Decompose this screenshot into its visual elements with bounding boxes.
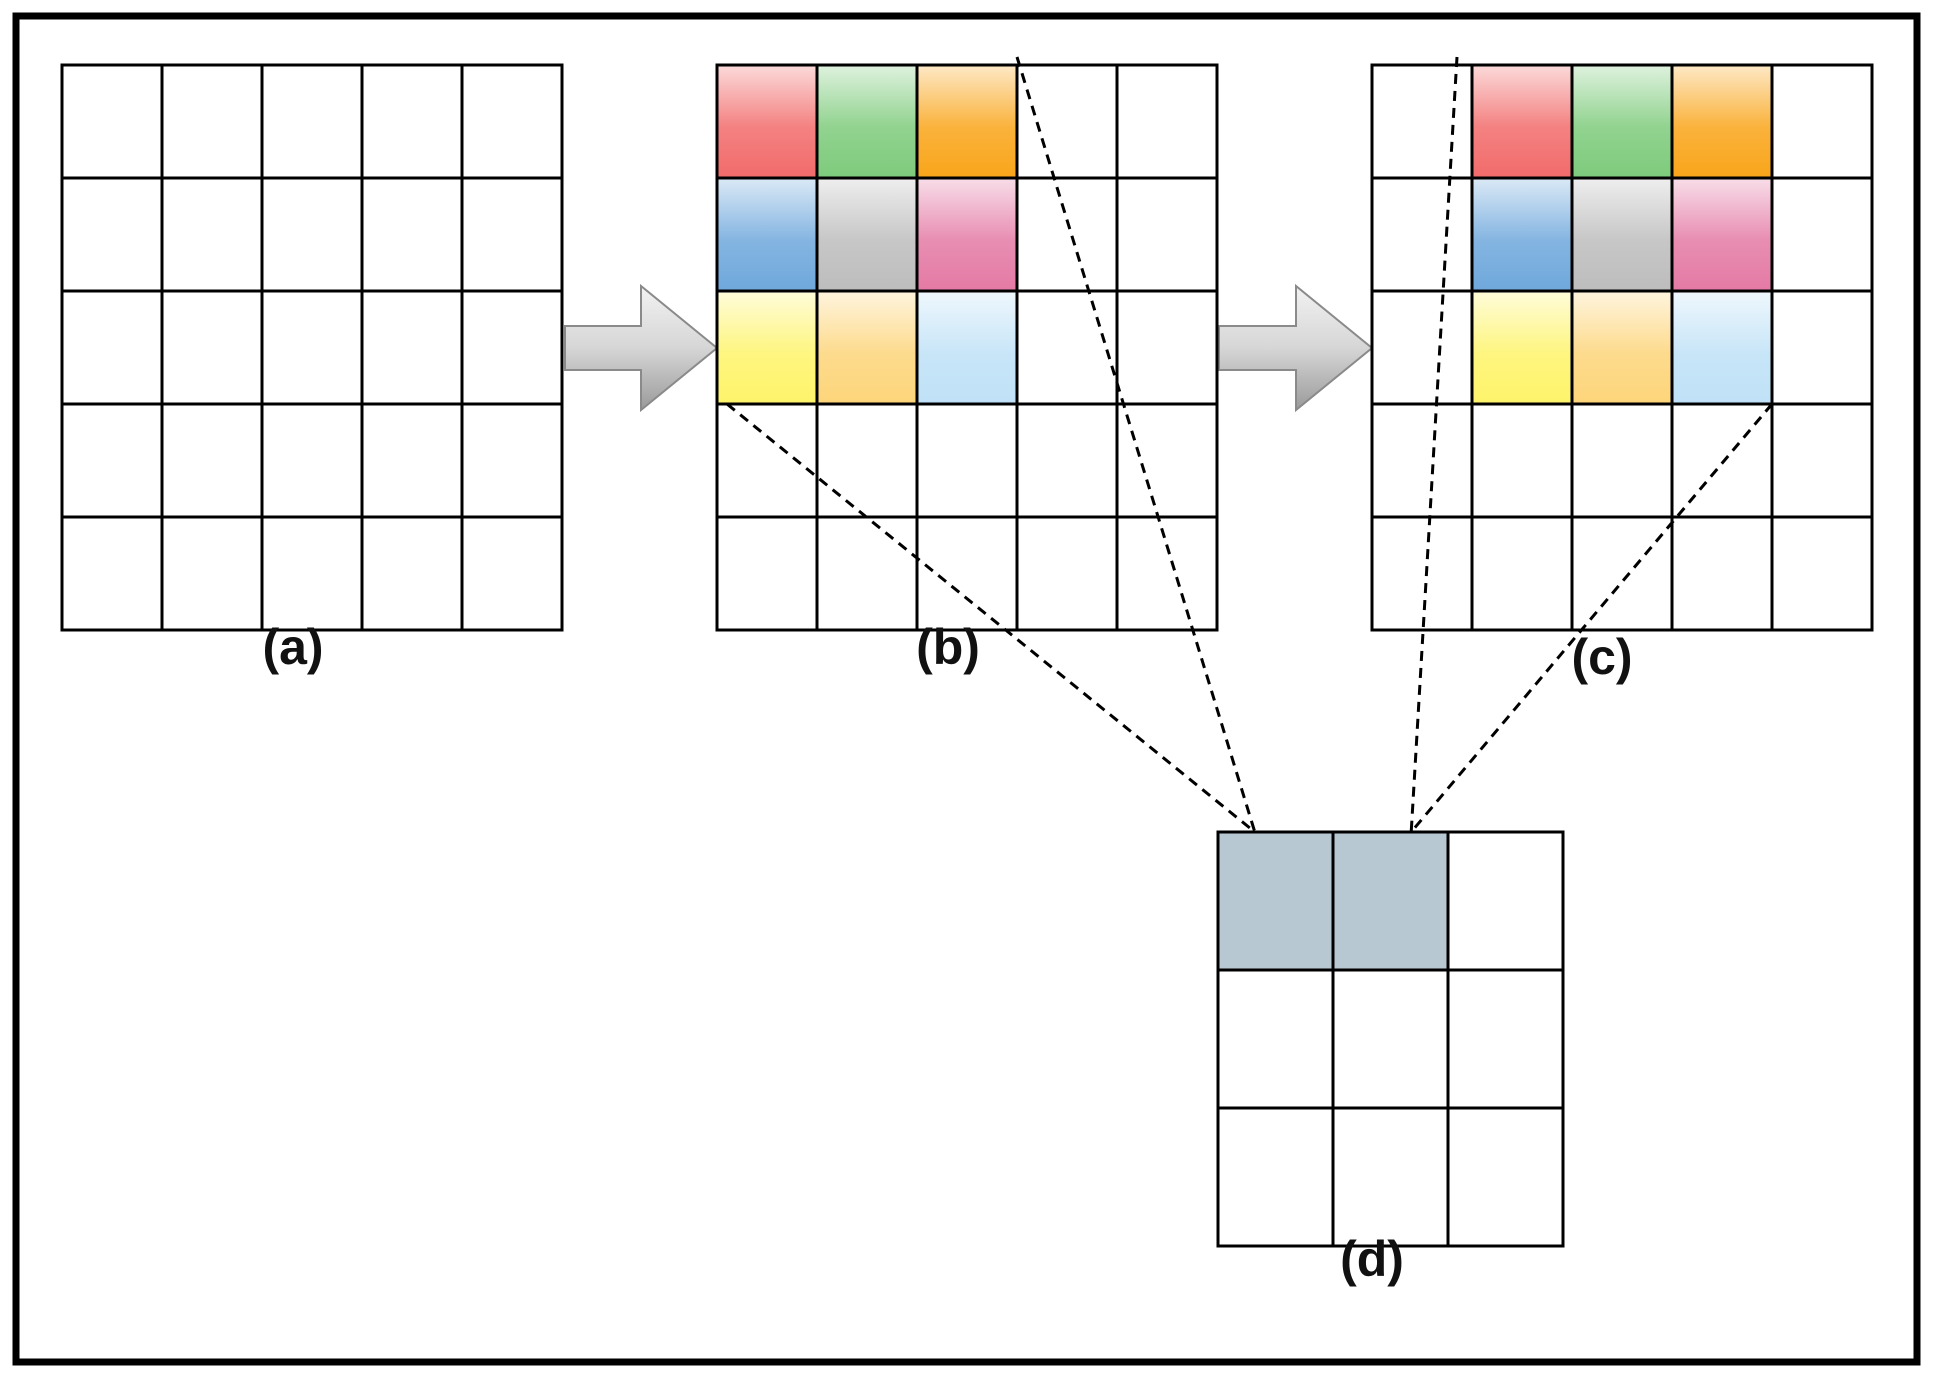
- kernel-cell-shade-c-2-0: [1472, 291, 1572, 404]
- kernel-cell-shade-b-0-2: [917, 65, 1017, 178]
- kernel-cell-shade-c-0-1: [1572, 65, 1672, 178]
- arrow-a-to-b: [564, 283, 719, 413]
- kernel-cell-shade-b-2-2: [917, 291, 1017, 404]
- panel-label-d: (d): [1340, 1231, 1404, 1287]
- output-cell-filled-0-1: [1333, 832, 1448, 970]
- panel-label-c: (c): [1571, 629, 1633, 685]
- kernel-cell-shade-c-0-2: [1672, 65, 1772, 178]
- connection-line-b-0: [726, 402, 1256, 834]
- panel-label-a: (a): [262, 619, 324, 675]
- arrows-layer: [564, 283, 1374, 413]
- kernel-cell-shade-b-0-1: [817, 65, 917, 178]
- kernel-cell-shade-c-1-2: [1672, 178, 1772, 291]
- connection-lines-layer: [726, 56, 1774, 834]
- kernel-cell-shade-c-2-2: [1672, 291, 1772, 404]
- kernel-cell-shade-b-1-0: [717, 178, 817, 291]
- kernel-cell-shade-c-1-1: [1572, 178, 1672, 291]
- kernel-cell-shade-b-1-1: [817, 178, 917, 291]
- grid-cell-a-4-4: [460, 515, 564, 632]
- panel-b: [715, 63, 1219, 632]
- panel-label-b: (b): [916, 619, 980, 675]
- kernel-cell-shade-b-1-2: [917, 178, 1017, 291]
- grid-cell-d-2-2: [1446, 1106, 1565, 1248]
- output-cell-filled-0-0: [1218, 832, 1333, 970]
- panel-d: [1216, 830, 1565, 1248]
- kernel-cell-shade-c-2-1: [1572, 291, 1672, 404]
- kernel-cell-shade-c-0-0: [1472, 65, 1572, 178]
- kernel-cell-shade-b-2-0: [717, 291, 817, 404]
- kernel-cell-shade-b-0-0: [717, 65, 817, 178]
- connection-line-c-0: [1410, 403, 1774, 833]
- connection-line-c-1: [1409, 56, 1459, 833]
- panel-c: [1370, 63, 1874, 632]
- grid-cell-c-4-4: [1770, 515, 1874, 632]
- panel-a: [60, 63, 564, 632]
- arrow-b-to-c: [1218, 283, 1374, 413]
- kernel-cell-shade-b-2-1: [817, 291, 917, 404]
- panels-layer: [60, 63, 1874, 1248]
- grid-cell-b-4-4: [1115, 515, 1219, 632]
- kernel-cell-shade-c-1-0: [1472, 178, 1572, 291]
